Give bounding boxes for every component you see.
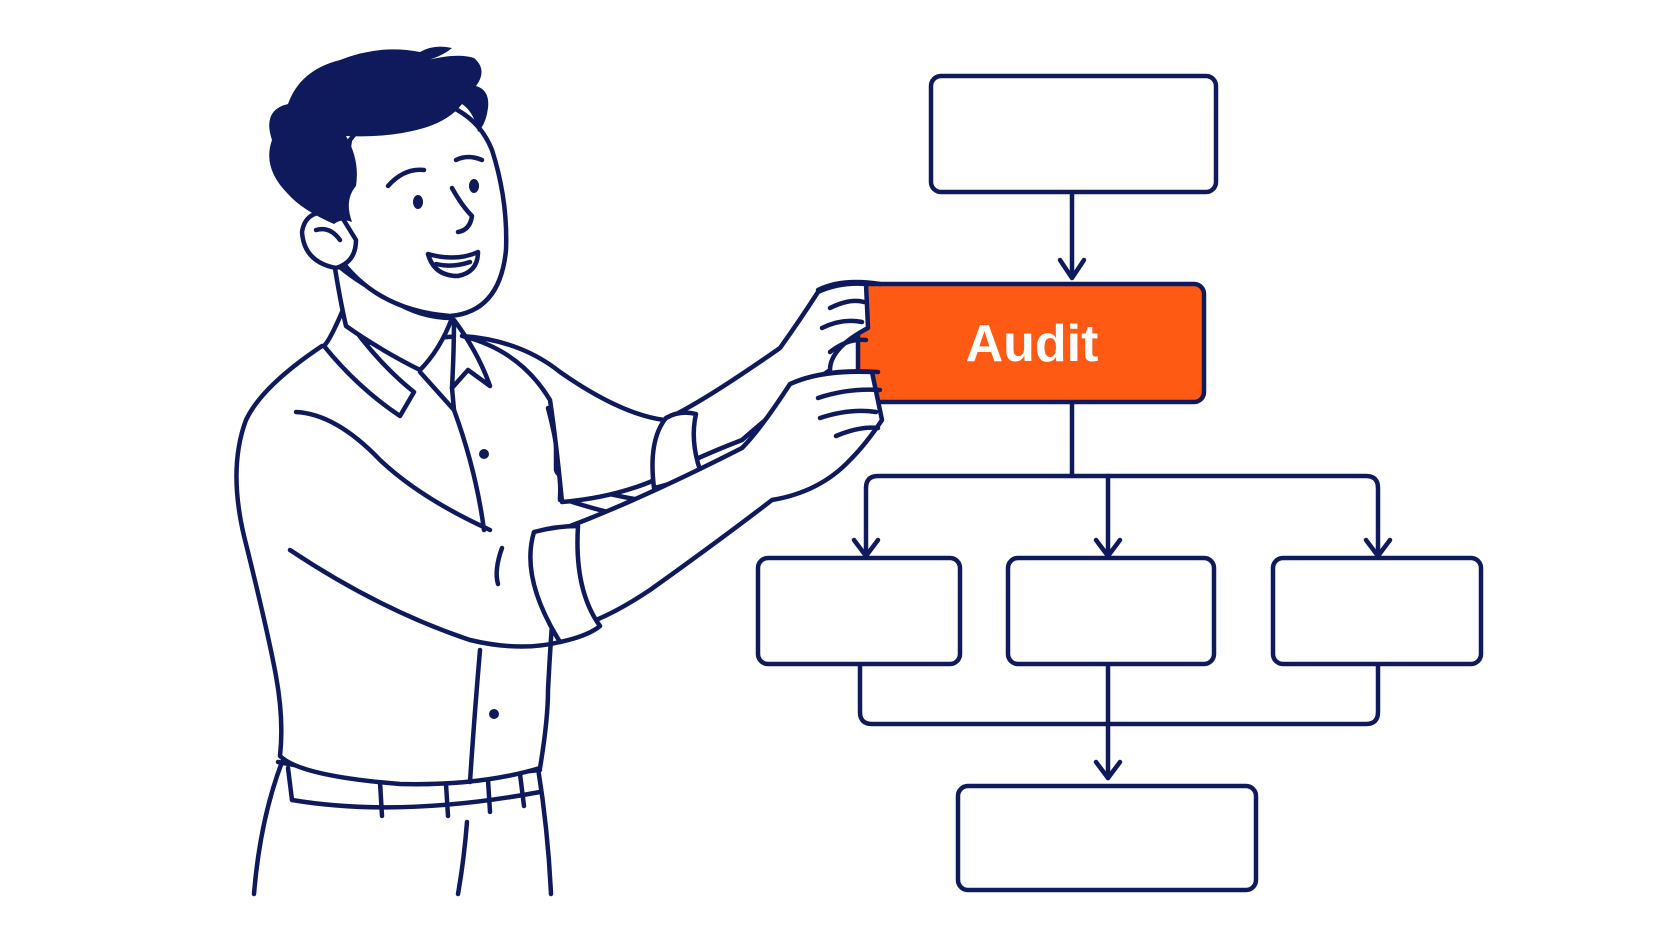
node-child-left (755, 555, 963, 667)
node-child-middle (1005, 555, 1217, 667)
node-audit-box (855, 281, 1207, 405)
person-holding-card-icon (234, 46, 885, 897)
shirt (234, 309, 643, 787)
head (269, 46, 509, 319)
upper-arm (459, 279, 883, 505)
node-bottom (955, 783, 1259, 893)
node-audit-label: Audit (966, 315, 1099, 373)
node-child-right (1270, 555, 1484, 667)
connector-children-to-bottom (857, 661, 1381, 781)
lower-arm (494, 368, 885, 645)
node-audit: Audit (855, 281, 1207, 405)
flowchart: Audit (755, 73, 1484, 893)
node-top (928, 73, 1219, 195)
connector-audit-to-children (851, 399, 1393, 559)
connector-top-to-audit (1057, 189, 1087, 281)
